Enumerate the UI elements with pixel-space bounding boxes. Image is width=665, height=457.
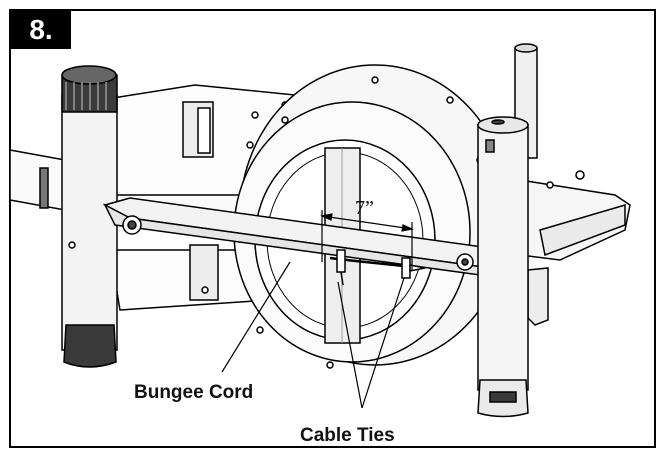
- left-upright-post: [61, 65, 118, 368]
- cable-ties-label: Cable Ties: [300, 425, 395, 446]
- panel-border: [9, 9, 656, 448]
- right-upright-post: [477, 116, 529, 418]
- lower-frame-plate: [109, 244, 271, 311]
- cable-tie-right: [401, 257, 426, 279]
- right-rear-frame: [514, 43, 631, 326]
- bungee-cord-label: Bungee Cord: [134, 382, 253, 403]
- dimension-label: 7”: [355, 197, 374, 219]
- leader-lines: [221, 261, 405, 409]
- cable-tie-left: [336, 249, 346, 286]
- step-number-badge: 8.: [11, 11, 71, 49]
- dimension-marker: [320, 210, 414, 270]
